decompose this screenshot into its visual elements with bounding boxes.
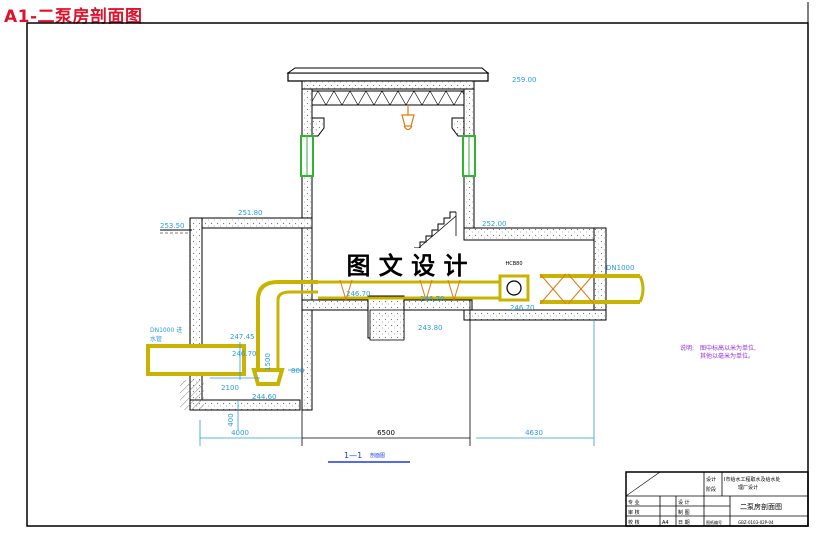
- svg-text:1500: 1500: [264, 353, 272, 371]
- svg-text:253.50: 253.50: [160, 222, 185, 230]
- svg-text:259.00: 259.00: [512, 76, 537, 84]
- svg-text:246.70: 246.70: [510, 304, 535, 312]
- valve-group: HCB80: [498, 261, 595, 305]
- svg-text:4630: 4630: [525, 429, 543, 437]
- center-fittings: [339, 279, 461, 302]
- svg-text:6500: 6500: [377, 429, 395, 437]
- svg-text:I市给水工程取水及给水处: I市给水工程取水及给水处: [724, 476, 780, 483]
- section-sub: 剖面图: [370, 452, 385, 459]
- section-label: 1—1: [344, 451, 362, 460]
- notes-line1: 图中标高以米为单位,: [700, 344, 756, 352]
- pipe-label-left-sub: 水管: [150, 335, 162, 343]
- pipe-network: [146, 274, 645, 386]
- svg-text:专 业: 专 业: [628, 499, 640, 506]
- svg-text:校 核: 校 核: [628, 519, 640, 526]
- svg-text:252.00: 252.00: [482, 220, 507, 228]
- roof: [286, 67, 490, 90]
- right-gallery: [463, 227, 607, 321]
- svg-text:243.80: 243.80: [418, 324, 443, 332]
- pit: [369, 309, 405, 341]
- title-block-text: 设计 阶段 I市给水工程取水及给水处 理厂设计 二泵房剖面图 专 业 审 核 校…: [628, 476, 782, 526]
- svg-text:制 图: 制 图: [678, 509, 690, 516]
- svg-text:246.70: 246.70: [346, 290, 371, 298]
- svg-text:246.70: 246.70: [420, 295, 445, 303]
- sheet-title: A1-二泵房剖面图: [4, 7, 143, 27]
- stair: [413, 211, 457, 253]
- svg-text:设 计: 设 计: [678, 499, 690, 506]
- svg-text:设计: 设计: [706, 476, 716, 483]
- svg-text:244.60: 244.60: [252, 393, 277, 401]
- svg-text:246.70: 246.70: [232, 350, 257, 358]
- dimension-text: 4000 6500 4630 2100 1500 800 400: [221, 353, 543, 437]
- svg-text:理厂设计: 理厂设计: [738, 484, 758, 491]
- pipe-label-right: DN1000: [606, 264, 634, 272]
- left-well: [160, 217, 313, 411]
- svg-text:图纸编号: 图纸编号: [706, 519, 722, 525]
- svg-text:251.80: 251.80: [238, 209, 263, 217]
- corbel-right: [451, 117, 465, 137]
- notes-line2: 其他以毫米为单位。: [700, 352, 754, 360]
- svg-text:二泵房剖面图: 二泵房剖面图: [740, 502, 782, 511]
- sheet-border: [26, 22, 809, 527]
- svg-text:阶段: 阶段: [706, 486, 716, 493]
- elevation-labels: 259.00 253.50 251.80 252.00 247.45 246.7…: [160, 76, 537, 401]
- svg-text:日 期: 日 期: [678, 520, 690, 526]
- valve-tag: HCB80: [505, 261, 522, 267]
- svg-text:247.45: 247.45: [230, 333, 255, 341]
- notes-label: 说明:: [680, 344, 694, 352]
- svg-text:A4: A4: [662, 520, 669, 526]
- svg-text:800: 800: [291, 367, 304, 375]
- svg-text:4000: 4000: [231, 429, 249, 437]
- svg-text:400: 400: [227, 413, 235, 426]
- svg-text:2100: 2100: [221, 384, 239, 392]
- title-block: [625, 471, 809, 527]
- pipe-label-left: DN1000 进: [150, 326, 182, 334]
- corbel-left: [311, 117, 325, 137]
- watermark-bg: [322, 248, 492, 280]
- wall-left-lower: [301, 227, 313, 411]
- svg-text:GBZ-0103-02P-04: GBZ-0103-02P-04: [738, 520, 774, 525]
- dimension-lines: [199, 300, 595, 446]
- svg-text:审 核: 审 核: [628, 509, 640, 516]
- watermark: 图 文 设 计: [346, 252, 467, 280]
- crane-beam: [309, 90, 471, 131]
